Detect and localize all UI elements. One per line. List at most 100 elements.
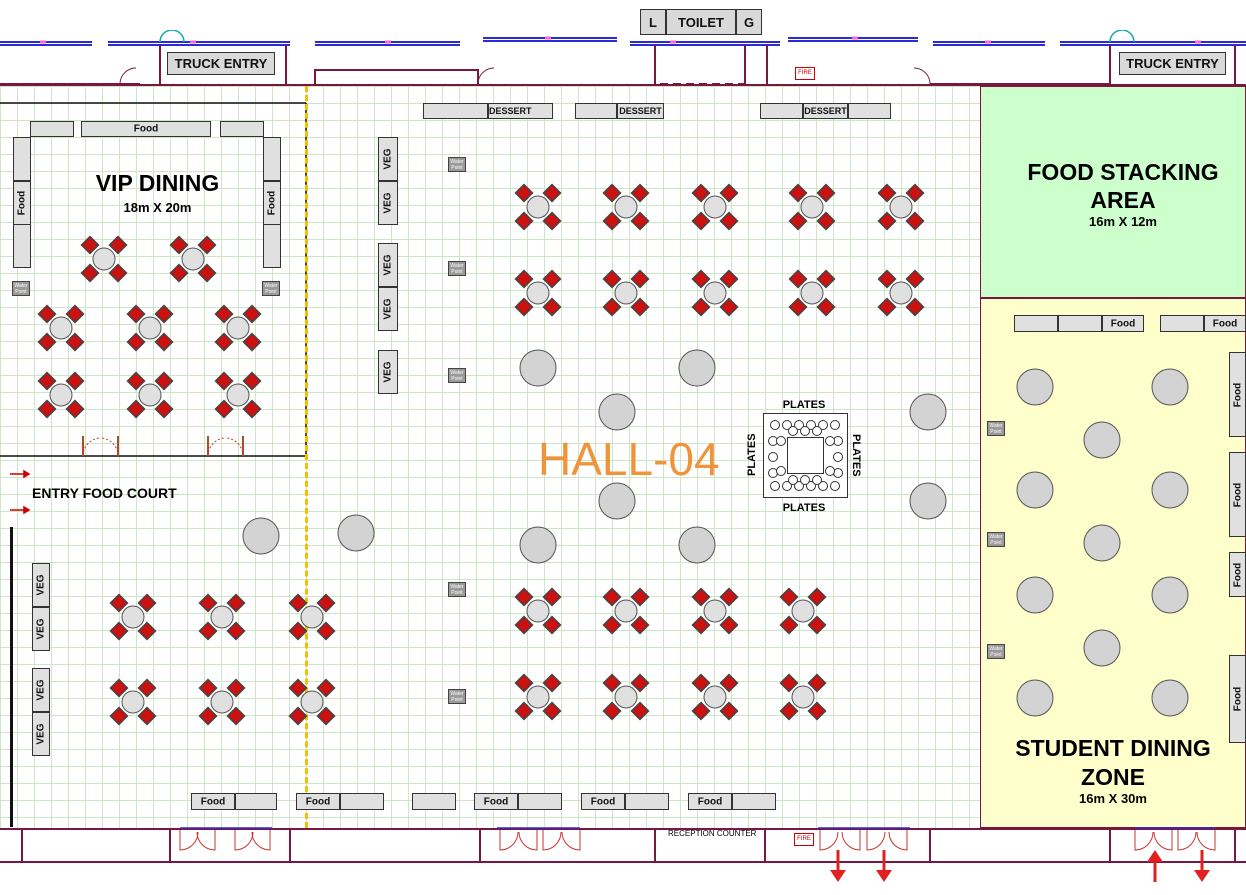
chair [602, 701, 622, 721]
student-counter-1a [1014, 315, 1058, 332]
chair [691, 211, 711, 231]
round-table-large [242, 517, 280, 555]
dessert-counter-3b [848, 103, 891, 119]
student-dining-zone [980, 298, 1246, 828]
dining-table-set [198, 593, 246, 641]
round-table-large [1016, 368, 1054, 406]
student-water-point-2: Water Point [987, 532, 1005, 547]
chair [542, 587, 562, 607]
dining-table-set [37, 304, 85, 352]
round-table [121, 605, 145, 629]
dessert-counter-2: DESSERT [617, 103, 664, 119]
dining-table-set [214, 304, 262, 352]
chair [719, 615, 739, 635]
chair [126, 304, 146, 324]
chair [630, 615, 650, 635]
chair [807, 701, 827, 721]
plate [794, 420, 804, 430]
plate [812, 475, 822, 485]
chair [137, 678, 157, 698]
dining-table-set [602, 673, 650, 721]
dessert-counter-2-label: DESSERT [619, 106, 662, 116]
toilet-l-label: L [649, 14, 657, 30]
chair [65, 371, 85, 391]
plate [833, 452, 843, 462]
chair [214, 399, 234, 419]
round-table [210, 690, 234, 714]
dining-table-set [514, 673, 562, 721]
chair [109, 621, 129, 641]
toilet-g-label: G [743, 14, 755, 30]
chair [630, 587, 650, 607]
food-counter-b4b [518, 793, 562, 810]
dessert-counter-2a [575, 103, 617, 119]
round-table [121, 690, 145, 714]
chair [807, 615, 827, 635]
round-table-large [1151, 368, 1189, 406]
chair [154, 371, 174, 391]
round-table-large [1083, 524, 1121, 562]
dessert-counter-3a [760, 103, 803, 119]
toilet-label: TOILET [666, 9, 736, 35]
chair [137, 593, 157, 613]
chair [542, 269, 562, 289]
left-wall [10, 527, 13, 827]
food-counter-b2-label: Food [305, 796, 331, 807]
dining-table-set [691, 673, 739, 721]
dining-table-set [877, 269, 925, 317]
chair [197, 235, 217, 255]
dessert-counter-3: DESSERT [803, 103, 848, 119]
plate [782, 420, 792, 430]
round-table [300, 690, 324, 714]
round-table-large [1016, 471, 1054, 509]
outer-bottom-wall [0, 861, 1246, 863]
chair [779, 615, 799, 635]
vip-counter-top-food-label: Food [133, 123, 159, 135]
dining-table-set [126, 304, 174, 352]
chair [288, 621, 308, 641]
dining-table-set [109, 678, 157, 726]
food-counter-b6: Food [688, 793, 732, 810]
chair [316, 593, 336, 613]
round-table [181, 247, 205, 271]
truck-entry-right: TRUCK ENTRY [1119, 52, 1226, 75]
round-table [226, 316, 250, 340]
food-counter-b5: Food [581, 793, 625, 810]
chair [316, 621, 336, 641]
chair [905, 297, 925, 317]
student-counter-2a [1160, 315, 1204, 332]
water-point-2: Water Point [448, 261, 466, 276]
student-counter-2-label: Food [1212, 318, 1238, 329]
chair [719, 673, 739, 693]
chair [602, 615, 622, 635]
dining-table-set [602, 587, 650, 635]
round-table [226, 383, 250, 407]
bottom-structure [21, 827, 1236, 863]
fire-point-top: FIRE [795, 67, 815, 80]
dining-table-set [779, 587, 827, 635]
plate [768, 452, 778, 462]
round-table [791, 599, 815, 623]
chair [198, 706, 218, 726]
chair [514, 269, 534, 289]
vip-size: 18m X 20m [123, 200, 192, 215]
round-table [49, 316, 73, 340]
chair [788, 211, 808, 231]
round-table [614, 685, 638, 709]
toilet-l: L [640, 9, 666, 35]
student-water-point-3: Water Point [987, 644, 1005, 659]
round-table [889, 281, 913, 305]
round-table [526, 281, 550, 305]
round-table [800, 195, 824, 219]
chair [514, 211, 534, 231]
chair [154, 399, 174, 419]
chair [630, 701, 650, 721]
round-table-large [678, 349, 716, 387]
round-table-large [519, 526, 557, 564]
round-table [526, 685, 550, 709]
toilet-center-label: TOILET [678, 14, 724, 30]
chair [788, 297, 808, 317]
chair [816, 211, 836, 231]
round-table [703, 599, 727, 623]
chair [242, 304, 262, 324]
